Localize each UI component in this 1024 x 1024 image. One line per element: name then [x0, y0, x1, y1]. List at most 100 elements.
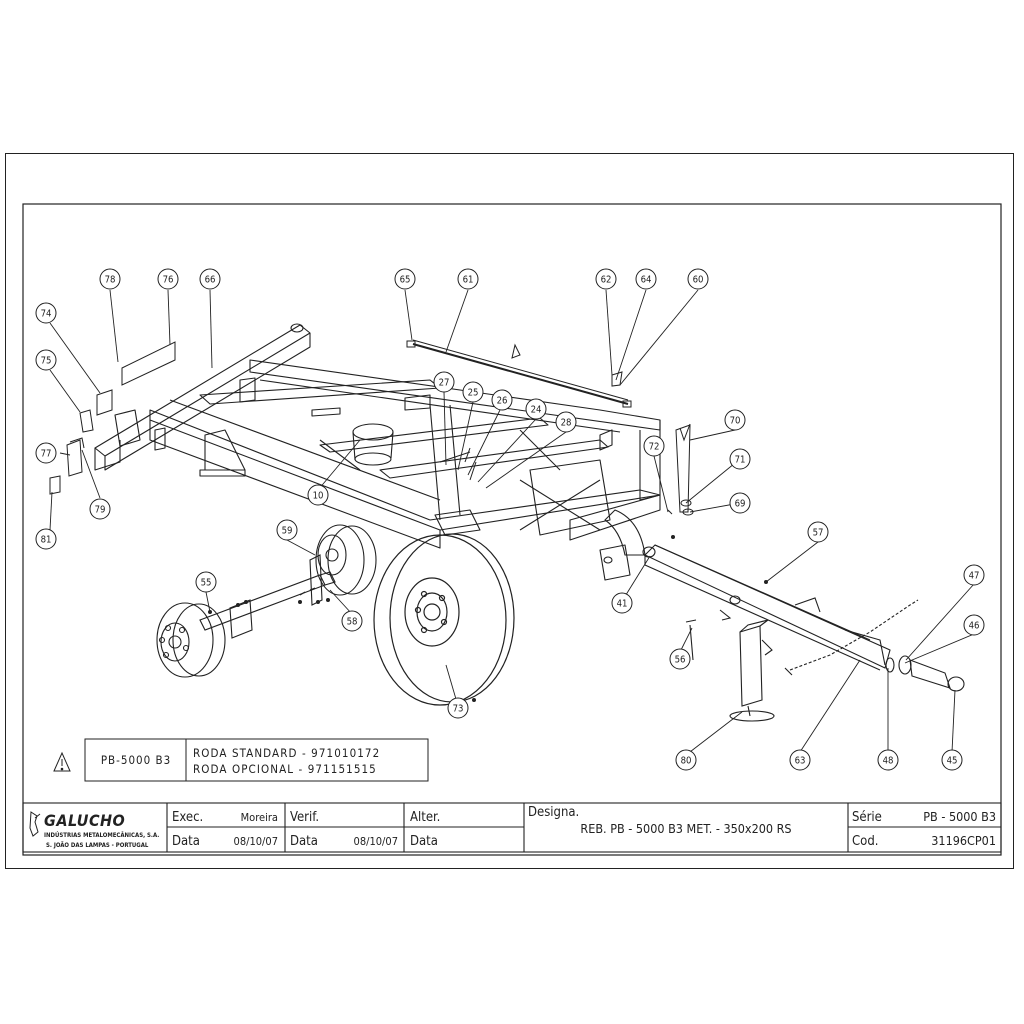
balloon-circle [276, 519, 298, 541]
verif-label: Verif. [290, 810, 319, 825]
bolts [208, 535, 768, 702]
balloon-circle [595, 268, 617, 290]
balloon-circle [729, 448, 751, 470]
part-number-47: 47 [969, 571, 980, 582]
part-number-58: 58 [347, 617, 358, 628]
wheel-tyre [373, 533, 515, 706]
part-number-65: 65 [400, 275, 411, 286]
part-number-78: 78 [105, 275, 116, 286]
part-number-77: 77 [41, 449, 52, 460]
balloon-circle [687, 268, 709, 290]
part-number-79: 79 [95, 505, 106, 516]
wheel-table-row2: RODA OPCIONAL - 971151515 [193, 762, 377, 776]
balloon-circle [447, 697, 469, 719]
part-number-63: 63 [795, 756, 806, 767]
inner-frame [22, 203, 1002, 856]
data-alter-label: Data [410, 834, 438, 849]
left-hub [156, 602, 226, 678]
balloon-circle [789, 749, 811, 771]
balloon-circle [724, 409, 746, 431]
axle-assembly [199, 554, 336, 639]
balloon-circle [89, 498, 111, 520]
logo-text: GALUCHO [44, 811, 125, 830]
leader-lines [49, 289, 975, 756]
drawbar [642, 544, 965, 692]
data-verif-label: Data [290, 834, 318, 849]
title-block-grid [22, 802, 1002, 853]
balloon-circle [635, 268, 657, 290]
balloon-circle [462, 381, 484, 403]
balloon-circle [157, 268, 179, 290]
part-number-27: 27 [439, 378, 450, 389]
balloon-circle [35, 528, 57, 550]
part-number-41: 41 [617, 599, 628, 610]
part-number-28: 28 [561, 418, 572, 429]
part-number-10: 10 [313, 491, 324, 502]
balloon-circle [341, 610, 363, 632]
wheel-table-model: PB-5000 B3 [101, 753, 171, 767]
part-number-66: 66 [205, 275, 216, 286]
balloon-circle [457, 268, 479, 290]
part-number-72: 72 [649, 442, 660, 453]
exec-value: Moreira [241, 811, 278, 824]
cod-label: Cod. [852, 834, 878, 849]
designa-value: REB. PB - 5000 B3 MET. - 350x200 RS [580, 821, 791, 836]
drawing-sheet-border [5, 153, 1014, 869]
exec-label: Exec. [172, 810, 203, 825]
balloon-circle [941, 749, 963, 771]
part-number-69: 69 [735, 499, 746, 510]
data-verif-value: 08/10/07 [354, 835, 398, 848]
part-number-55: 55 [201, 578, 212, 589]
wheel-table [53, 738, 429, 782]
balloon-circle [611, 592, 633, 614]
balloon-circle [525, 398, 547, 420]
jack-stand [729, 619, 775, 722]
part-number-71: 71 [735, 455, 746, 466]
balloon-circle [669, 648, 691, 670]
balloon-circle [307, 484, 329, 506]
balloon-circle [35, 442, 57, 464]
data-exec-label: Data [172, 834, 200, 849]
balloon-circle [99, 268, 121, 290]
balloon-circle [807, 521, 829, 543]
balloon-circle [433, 371, 455, 393]
part-number-76: 76 [163, 275, 174, 286]
part-number-62: 62 [601, 275, 612, 286]
company-logo [29, 811, 41, 837]
company-location: S. JOÃO DAS LAMPAS - PORTUGAL [46, 842, 149, 849]
part-number-70: 70 [730, 416, 741, 427]
part-number-80: 80 [681, 756, 692, 767]
balloon-circle [195, 571, 217, 593]
balloon-circle [643, 435, 665, 457]
serie-value: PB - 5000 B3 [923, 809, 996, 824]
part-number-64: 64 [641, 275, 652, 286]
part-number-75: 75 [41, 356, 52, 367]
balloon-circle [963, 564, 985, 586]
balloon-circle [35, 302, 57, 324]
right-small-parts [667, 423, 694, 516]
part-number-59: 59 [282, 526, 293, 537]
chassis-frame [94, 323, 661, 581]
balloon-circle [491, 389, 513, 411]
part-number-61: 61 [463, 275, 474, 286]
serie-label: Série [852, 810, 882, 825]
part-number-45: 45 [947, 756, 958, 767]
alter-label: Alter. [410, 810, 440, 825]
balloon-circle [729, 492, 751, 514]
balloon-circle [675, 749, 697, 771]
part-number-46: 46 [969, 621, 980, 632]
balloon-circle [877, 749, 899, 771]
balloon-circle [963, 614, 985, 636]
right-hub [315, 524, 377, 596]
data-exec-value: 08/10/07 [234, 835, 278, 848]
part-number-73: 73 [453, 704, 464, 715]
part-number-25: 25 [468, 388, 479, 399]
part-number-24: 24 [531, 405, 542, 416]
wheel-table-row1: RODA STANDARD - 971010172 [193, 746, 380, 760]
company-name: INDÚSTRIAS METALOMECÂNICAS, S.A. [44, 832, 159, 839]
part-number-48: 48 [883, 756, 894, 767]
part-number-74: 74 [41, 309, 52, 320]
designa-label: Designa. [528, 805, 579, 820]
